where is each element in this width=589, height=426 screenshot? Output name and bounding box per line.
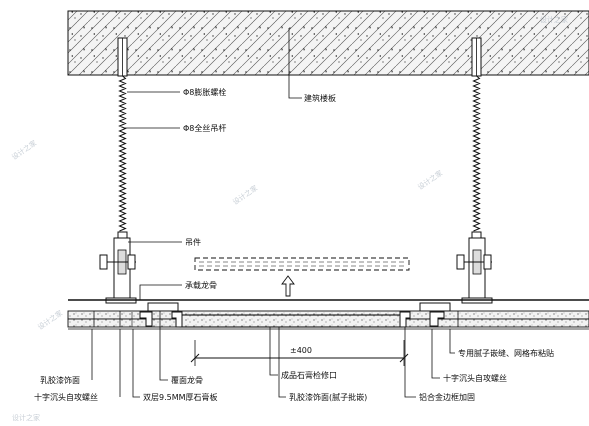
label-putty-joint: 专用腻子嵌缝、网格布粘贴	[458, 348, 554, 358]
label-expansion-bolt: Φ8膨胀螺栓	[183, 87, 226, 97]
dimension-line: ±400	[190, 340, 409, 366]
right-threaded-rod	[472, 75, 481, 232]
dimension-text: ±400	[290, 346, 312, 355]
watermark: 设计之家	[416, 168, 444, 191]
left-threaded-rod	[118, 75, 127, 232]
label-threaded-rod: Φ8全丝吊杆	[183, 123, 226, 133]
label-building-slab: 建筑楼板	[304, 93, 336, 103]
left-hanger-assembly	[99, 37, 137, 304]
cover-keel-profiles	[147, 302, 451, 312]
watermark: 设计之家	[36, 308, 64, 331]
label-double-board: 双层9.5MM厚石膏板	[143, 392, 218, 402]
building-slab	[67, 10, 589, 76]
watermark: 设计之家	[10, 138, 38, 161]
watermark: 设计之家	[540, 15, 568, 24]
label-hanger: 吊件	[185, 237, 201, 247]
label-cover-keel: 覆面龙骨	[171, 375, 203, 385]
label-latex-paint-left: 乳胶漆饰面	[40, 375, 80, 385]
aluminum-frames	[93, 311, 459, 328]
label-main-keel: 承载龙骨	[185, 280, 217, 290]
hatch-door-dashed	[194, 257, 410, 271]
label-aluminum-frame: 铝合金边框加固	[419, 392, 475, 402]
ceiling-board-layers	[67, 310, 589, 330]
watermark: 设计之家	[12, 413, 40, 422]
watermark: 设计之家	[231, 183, 259, 206]
right-hanger-assembly	[456, 37, 493, 304]
leader-lines	[91, 28, 455, 398]
label-screw-right: 十字沉头自攻螺丝	[443, 373, 507, 383]
open-direction-arrow-icon	[281, 275, 295, 297]
label-latex-paint-center: 乳胶漆饰面(腻子批嵌)	[289, 392, 367, 402]
label-finished-hatch: 成品石膏检修口	[281, 370, 337, 380]
label-screw-left: 十字沉头自攻螺丝	[34, 392, 98, 402]
access-hatch-panel	[179, 314, 403, 328]
